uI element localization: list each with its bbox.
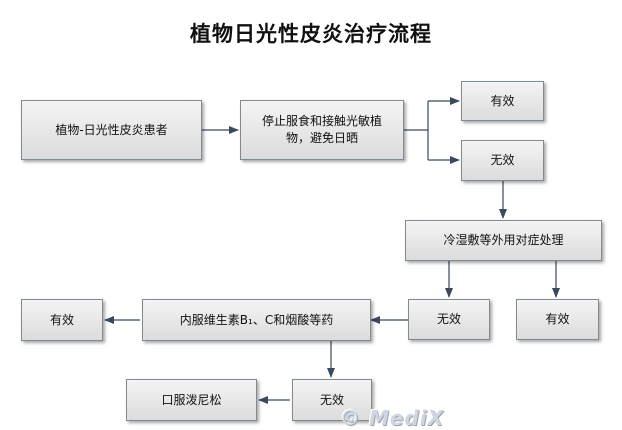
node-stop-contact: 停止服食和接触光敏植物，避免日晒 bbox=[240, 100, 404, 160]
node-ineffective-2: 无效 bbox=[408, 299, 490, 340]
node-cold-compress: 冷湿敷等外用对症处理 bbox=[405, 220, 602, 261]
node-prednisone: 口服泼尼松 bbox=[126, 379, 257, 421]
node-effective-1: 有效 bbox=[461, 81, 544, 121]
node-effective-2: 有效 bbox=[516, 299, 599, 340]
node-patient: 植物-日光性皮炎患者 bbox=[21, 100, 202, 160]
page-title: 植物日光性皮炎治疗流程 bbox=[190, 22, 432, 46]
node-ineffective-3: 无效 bbox=[292, 379, 372, 421]
node-oral-vitamins: 内服维生素B₁、C和烟酸等药 bbox=[142, 299, 371, 341]
node-ineffective-1: 无效 bbox=[461, 140, 544, 181]
watermark: © MediX bbox=[340, 406, 445, 430]
node-effective-3: 有效 bbox=[21, 299, 103, 341]
